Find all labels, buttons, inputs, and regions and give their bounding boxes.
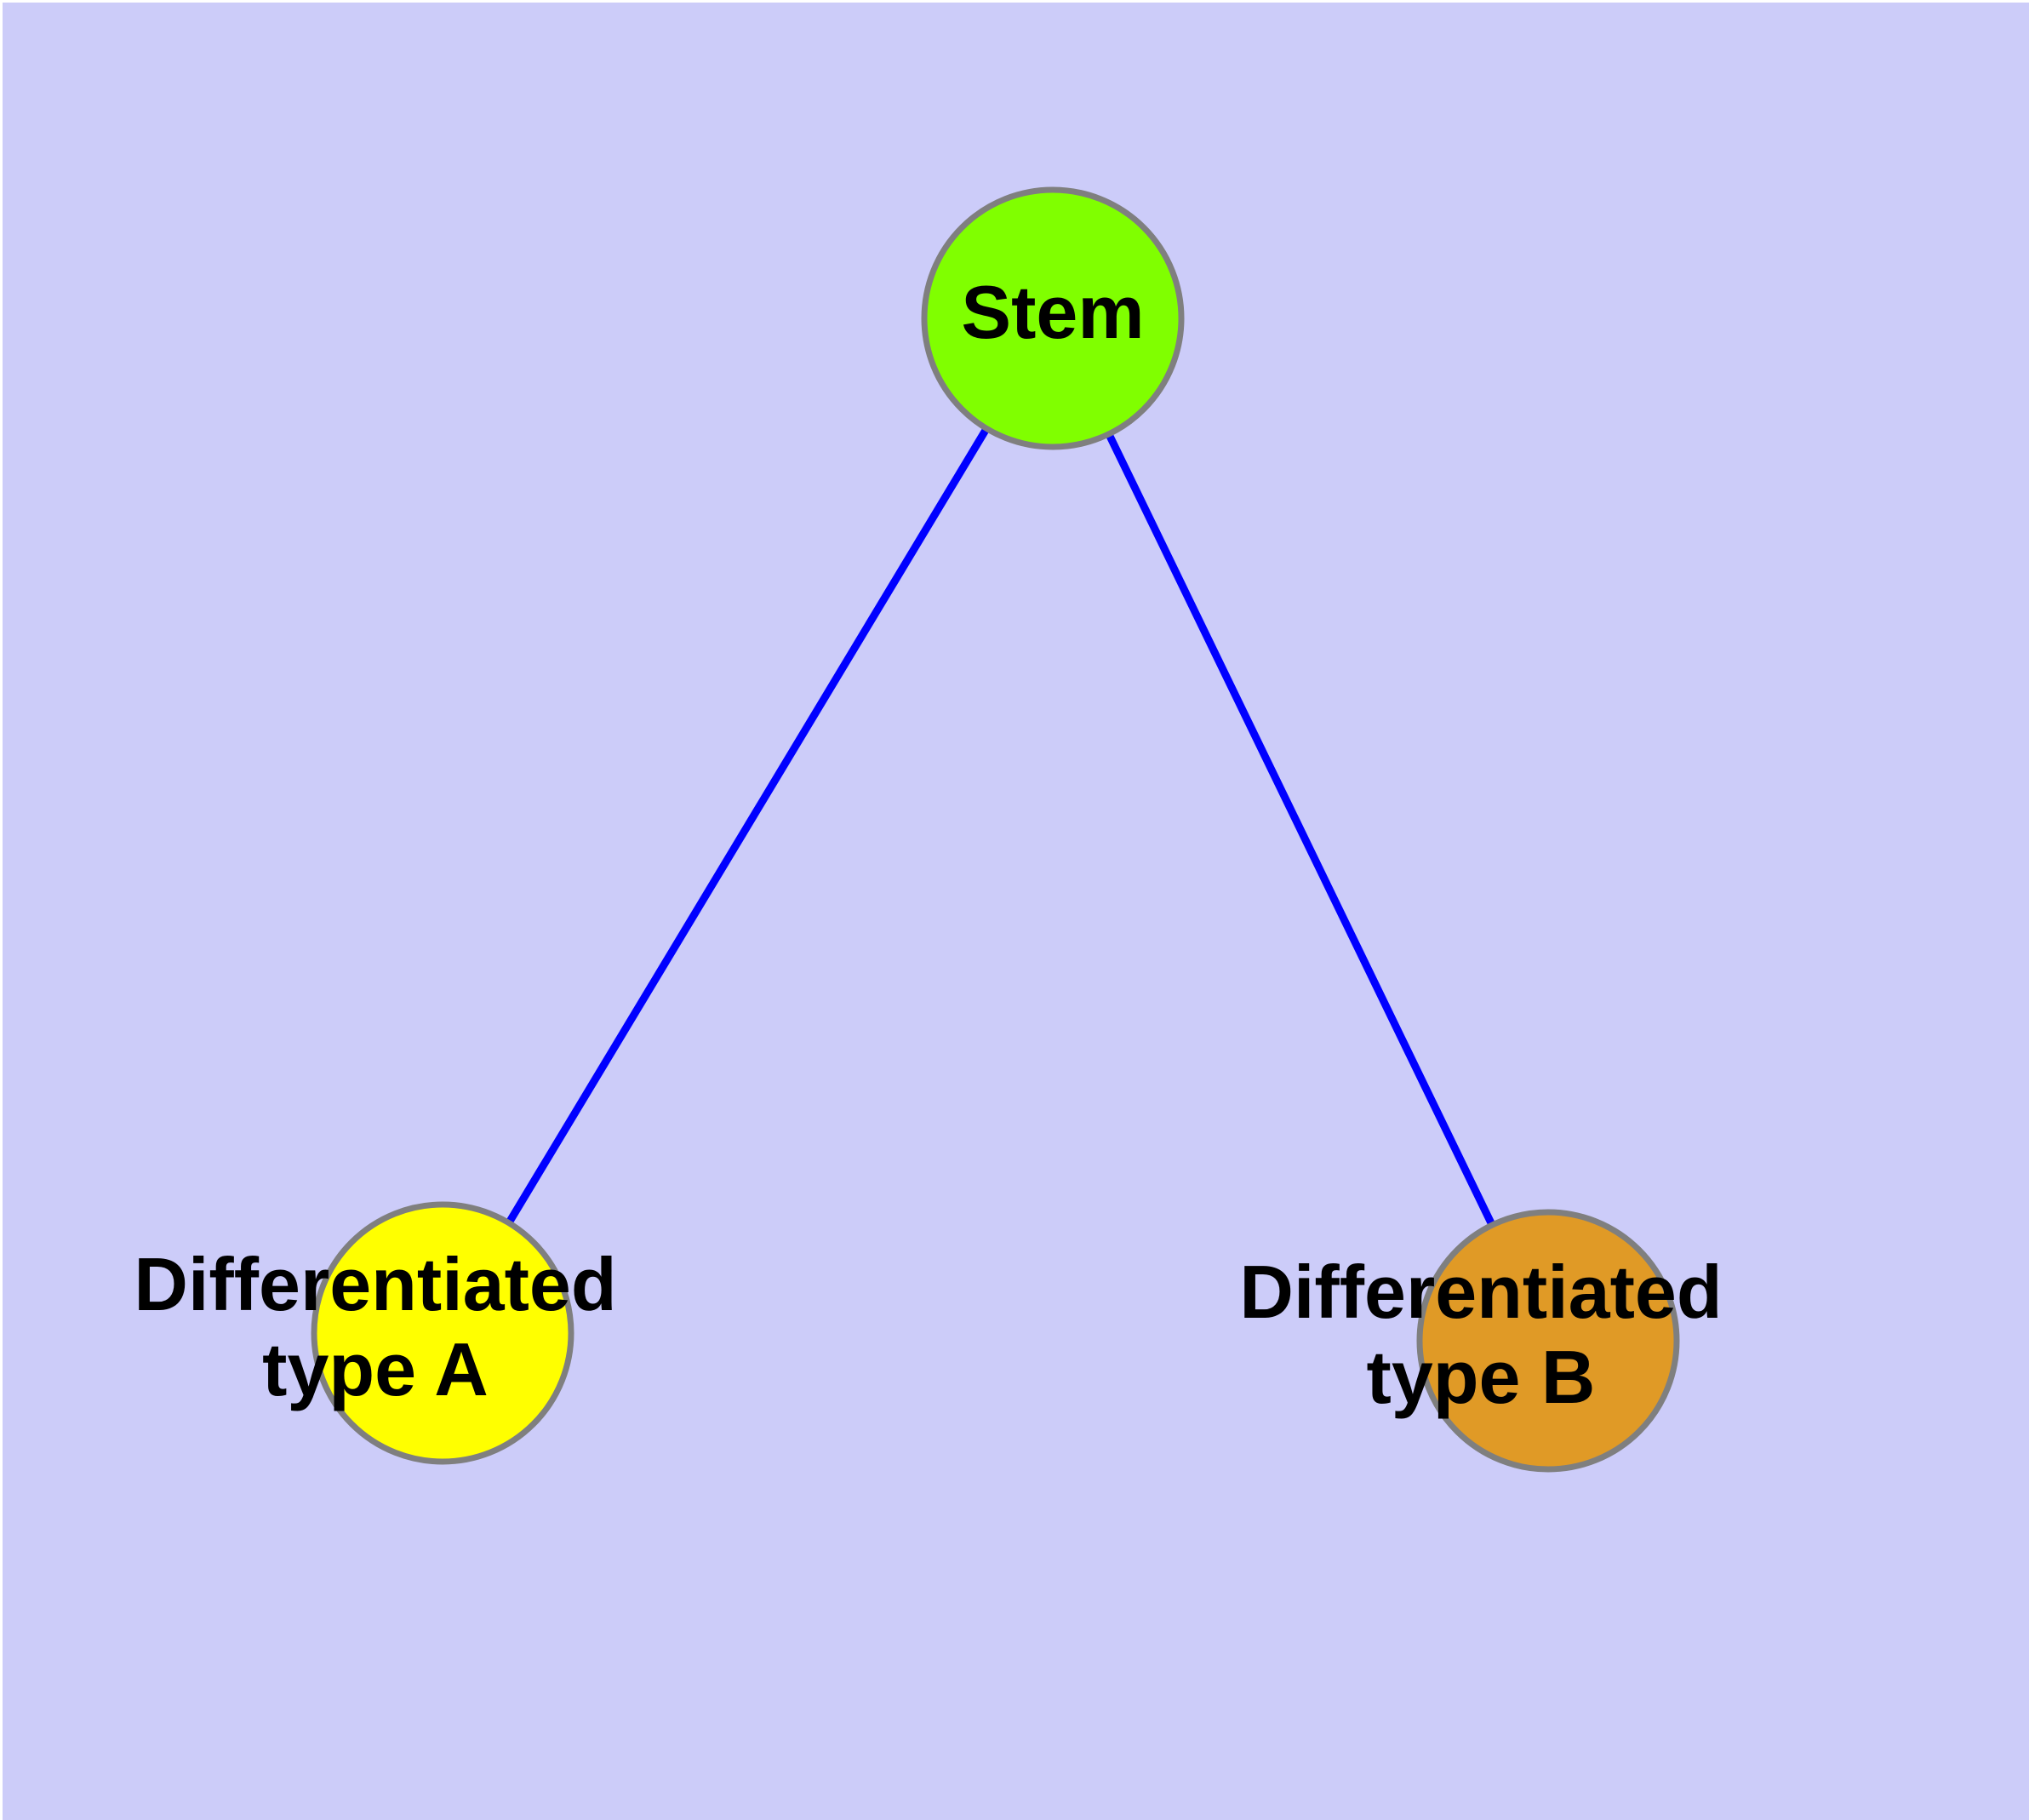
node-label-line: type B — [1367, 1335, 1596, 1419]
node-circle-diff_a[interactable] — [311, 1201, 574, 1465]
node-label-line: type A — [262, 1327, 489, 1411]
node-circle-diff_b[interactable] — [1416, 1209, 1680, 1473]
edge-stem-to-a[interactable] — [439, 316, 1056, 1336]
node-label-line: Differentiated — [1239, 1250, 1722, 1334]
node-label-stem: Stem — [961, 270, 1144, 354]
edges-layer — [439, 316, 1552, 1342]
node-label-line: Stem — [961, 270, 1144, 354]
edge-stem-to-b[interactable] — [1049, 317, 1552, 1342]
node-label-line: Differentiated — [134, 1242, 616, 1326]
node-circle-stem[interactable] — [921, 186, 1185, 450]
